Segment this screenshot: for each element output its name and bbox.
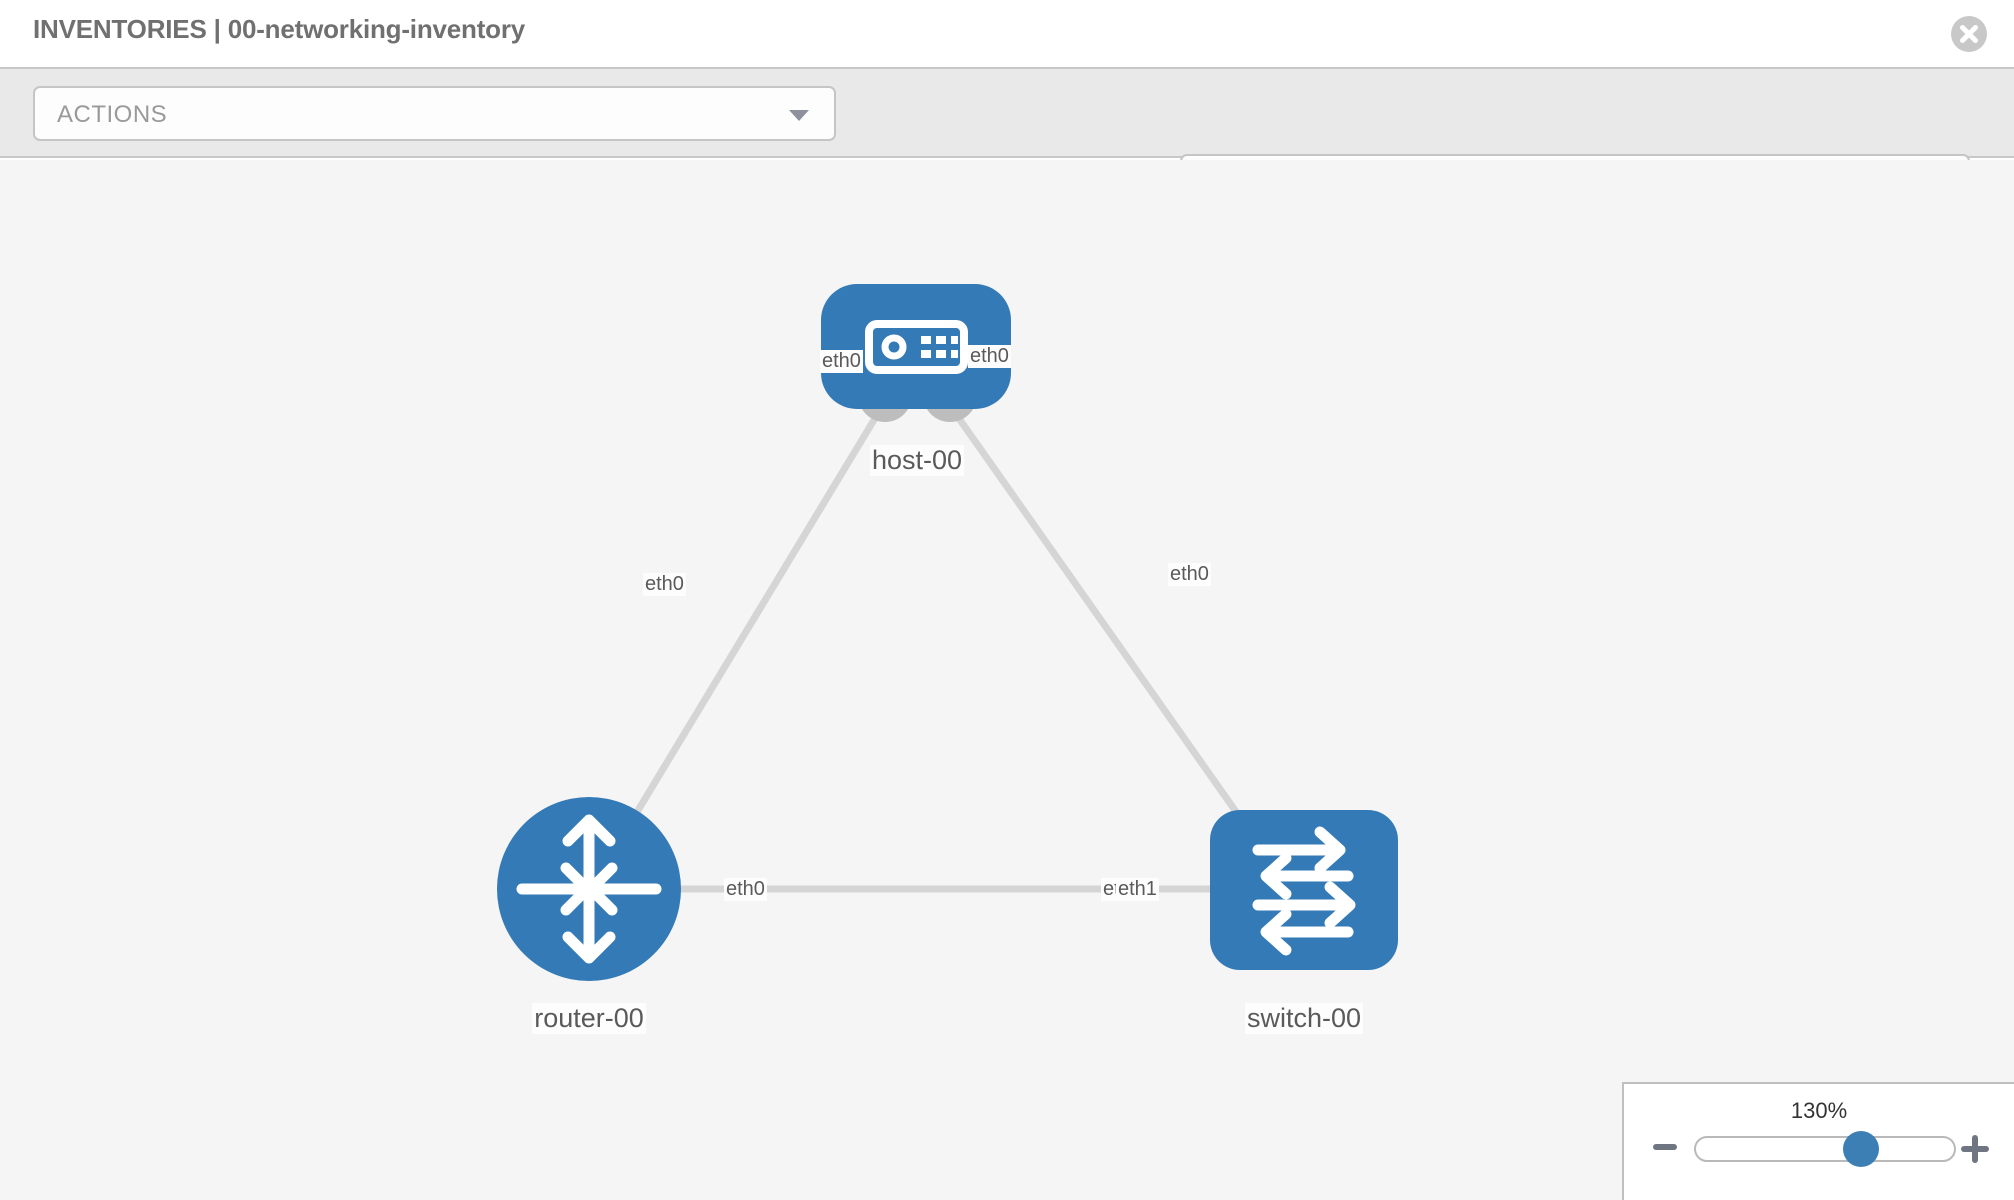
edge-label-switch-left: eth1 — [1116, 878, 1159, 901]
node-label-switch-00: switch-00 — [1244, 1003, 1364, 1034]
node-label-router-00: router-00 — [532, 1003, 646, 1034]
toolbar: ACTIONS SEARCH — [0, 69, 2014, 209]
edge-label-router-up: eth0 — [643, 573, 686, 596]
actions-dropdown-label: ACTIONS — [57, 101, 168, 128]
zoom-slider[interactable] — [1694, 1131, 1956, 1167]
node-label-host-00: host-00 — [869, 445, 965, 476]
topology-links — [605, 407, 1273, 893]
zoom-level-label: 130% — [1790, 1098, 1848, 1123]
minus-icon[interactable] — [1652, 1134, 1678, 1160]
topology-graph — [497, 284, 1398, 981]
node-switch-00[interactable] — [1210, 810, 1398, 970]
page-header: INVENTORIES | 00-networking-inventory — [0, 0, 2014, 69]
edge-label-host-right: eth0 — [968, 345, 1011, 368]
page-title: INVENTORIES | 00-networking-inventory — [33, 14, 526, 44]
topology-canvas[interactable]: eth0 eth0 eth0 eth0 eth0 eth0 eth1 host-… — [0, 160, 2014, 1200]
edge-label-router-right: eth0 — [724, 878, 767, 901]
edge-label-host-left: eth0 — [820, 350, 863, 373]
link-host-router — [605, 408, 883, 862]
zoom-slider-thumb[interactable] — [1843, 1131, 1880, 1167]
chevron-down-icon — [789, 109, 809, 121]
actions-dropdown[interactable]: ACTIONS — [33, 86, 836, 141]
edge-label-switch-up: eth0 — [1168, 563, 1211, 586]
link-host-switch — [950, 407, 1273, 863]
node-host-00[interactable] — [821, 284, 1011, 409]
plus-icon[interactable] — [1960, 1134, 1990, 1164]
node-router-00[interactable] — [497, 797, 681, 981]
zoom-control-panel: 130% — [1622, 1082, 2014, 1200]
close-icon[interactable] — [1949, 14, 1989, 54]
